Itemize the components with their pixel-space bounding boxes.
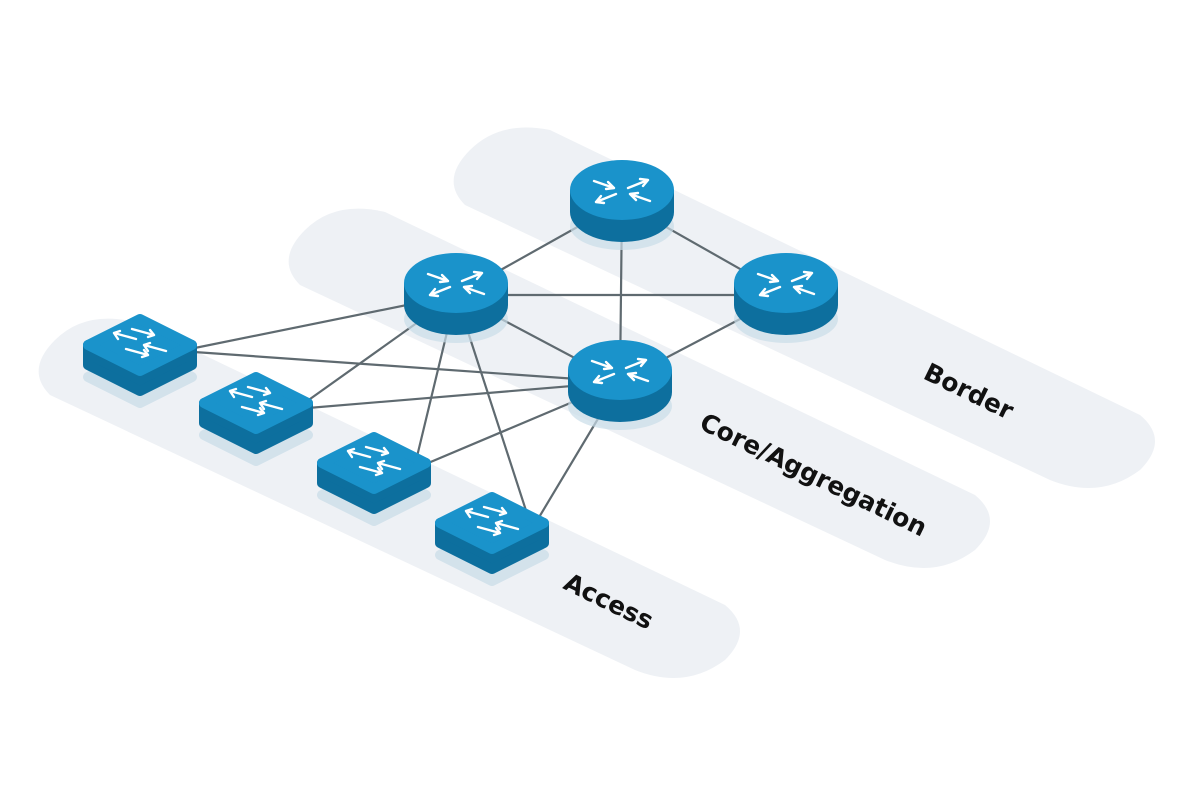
border-router-right-top [734, 253, 838, 313]
border-router-right[interactable] [734, 253, 838, 343]
access-switch-1[interactable] [83, 314, 197, 408]
access-switch-3[interactable] [317, 432, 431, 526]
access-switch-2[interactable] [199, 372, 313, 466]
border-router-top[interactable] [570, 160, 674, 250]
border-router-top-top [570, 160, 674, 220]
link-core-router-right-access-switch-1 [178, 349, 622, 384]
core-router-left-top [404, 253, 508, 313]
access-switch-4[interactable] [435, 492, 549, 586]
devices [83, 160, 838, 586]
core-router-left[interactable] [404, 253, 508, 343]
core-router-right-top [568, 340, 672, 400]
core-router-right[interactable] [568, 340, 672, 430]
link-core-router-right-access-switch-2 [294, 380, 622, 411]
